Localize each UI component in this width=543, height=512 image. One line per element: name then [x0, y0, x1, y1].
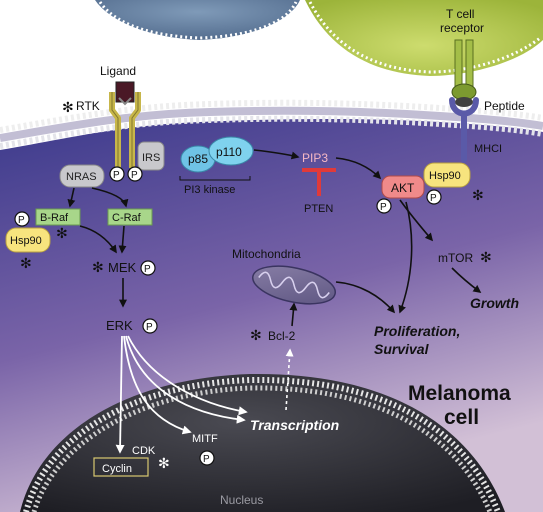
- growth-label: Growth: [470, 295, 519, 311]
- bcl2-to-mito-arrow: [289, 302, 298, 327]
- p-label: P: [430, 193, 437, 204]
- mito-to-proliferation-arrow: [335, 281, 396, 314]
- p110-label: p110: [216, 145, 242, 159]
- t-cell-membrane: [308, 1, 541, 74]
- mitf-phospho: [199, 450, 215, 466]
- pi3-kinase-label: PI3 kinase: [184, 184, 235, 196]
- braf-box: [35, 208, 81, 226]
- erk-to-transcription-arrow-2: [127, 335, 248, 416]
- melanoma-label: Melanoma: [408, 382, 511, 405]
- craf-to-mek-arrow: [118, 225, 127, 254]
- mtor-to-growth-arrow: [451, 267, 482, 293]
- pten-inhibition: [302, 168, 336, 196]
- p85-label: p85: [188, 152, 208, 166]
- ligand-shape: [115, 81, 135, 103]
- p110-shape: [208, 136, 254, 166]
- akt-box: [381, 175, 425, 199]
- erk-label: ERK: [106, 318, 133, 333]
- rtk-phospho-1: [109, 166, 125, 182]
- irs-box: [137, 141, 165, 171]
- cyclin-label: Cyclin: [102, 463, 132, 475]
- hsp90-right-asterisk: ✻: [472, 187, 484, 203]
- pten-label: PTEN: [304, 203, 333, 215]
- braf-asterisk: ✻: [56, 225, 68, 241]
- plasma-membrane-inner: [0, 115, 543, 149]
- akt-phospho: [376, 198, 392, 214]
- p-label: P: [380, 202, 387, 213]
- nras-to-craf-arrow: [91, 187, 129, 208]
- nuclear-membrane: [23, 376, 501, 512]
- akt-to-proliferation-arrow: [398, 201, 413, 314]
- t-cell-receptor-label-1: T cell: [446, 7, 474, 21]
- mitf-label: MITF: [192, 433, 218, 445]
- mek-phospho: [140, 260, 156, 276]
- t-cell: [305, 0, 543, 76]
- mhci-label: MHCI: [474, 143, 502, 155]
- peptide-label: Peptide: [484, 99, 525, 113]
- p-label: P: [203, 454, 210, 465]
- cell-label: cell: [444, 406, 479, 429]
- hsp90-right-label: Hsp90: [429, 170, 461, 182]
- p-label: P: [18, 215, 25, 226]
- braf-phospho: [14, 211, 30, 227]
- pi3-kinase-bracket: [179, 176, 251, 181]
- nras-box: [59, 164, 105, 188]
- p-label: P: [146, 322, 153, 333]
- t-cell-receptor-label-2: receptor: [440, 21, 484, 35]
- peptide-shape: [455, 97, 473, 107]
- p-label: P: [144, 264, 151, 275]
- mitochondria-label: Mitochondria: [232, 247, 301, 261]
- mek-label: MEK: [108, 260, 137, 275]
- t-cell-receptor: [451, 39, 477, 101]
- cdk-asterisk: ✻: [158, 455, 170, 471]
- erk-to-mitf-arrow: [123, 335, 192, 435]
- bcl2-label: Bcl-2: [268, 329, 296, 343]
- proliferation-label: Proliferation,: [374, 323, 460, 339]
- hsp90-right-phospho: [426, 189, 442, 205]
- rtk-asterisk: ✻: [62, 99, 74, 115]
- erk-phospho: [142, 318, 158, 334]
- craf-box: [107, 208, 153, 226]
- akt-to-mtor-arrow: [399, 199, 434, 242]
- nras-to-braf-arrow: [67, 187, 76, 208]
- erk-to-cyclin-arrow: [115, 335, 125, 454]
- top-cell-membrane: [98, 1, 298, 40]
- rtk-label: RTK: [76, 99, 100, 113]
- p-label: P: [113, 170, 120, 181]
- irs-label: IRS: [142, 152, 160, 164]
- mek-asterisk: ✻: [92, 259, 104, 275]
- braf-to-mek-arrow: [79, 225, 117, 254]
- pip3-label: PIP3: [302, 151, 328, 165]
- craf-label: C-Raf: [112, 212, 142, 224]
- braf-label: B-Raf: [40, 212, 69, 224]
- bcl2-asterisk: ✻: [250, 327, 262, 343]
- mtor-label: mTOR: [438, 251, 473, 265]
- mtor-asterisk: ✻: [480, 249, 492, 265]
- cyclin-box: [93, 457, 149, 477]
- nras-label: NRAS: [66, 171, 97, 183]
- top-cell: [95, 0, 300, 40]
- hsp90-left-asterisk: ✻: [20, 255, 32, 271]
- nucleus-label: Nucleus: [220, 493, 263, 507]
- cdk-label: CDK: [132, 445, 156, 457]
- hsp90-left-box: [5, 227, 51, 253]
- plasma-membrane-outer: [0, 99, 543, 133]
- hsp90-right-box: [423, 162, 471, 188]
- mhci-molecule: [449, 97, 479, 163]
- p-label: P: [131, 170, 138, 181]
- rtk-phospho-2: [127, 166, 143, 182]
- akt-label: AKT: [391, 181, 415, 195]
- ligand-label: Ligand: [100, 64, 136, 78]
- hsp90-left-label: Hsp90: [10, 235, 42, 247]
- transcription-label: Transcription: [250, 417, 339, 433]
- mitochondrion-organelle: [252, 265, 336, 305]
- pip3-to-akt-arrow: [335, 157, 382, 180]
- transcription-to-bcl2-arrow: [285, 348, 294, 411]
- erk-to-transcription-arrow: [125, 335, 246, 424]
- survival-label: Survival: [374, 341, 430, 357]
- pi3k-to-pip3-arrow: [253, 149, 300, 160]
